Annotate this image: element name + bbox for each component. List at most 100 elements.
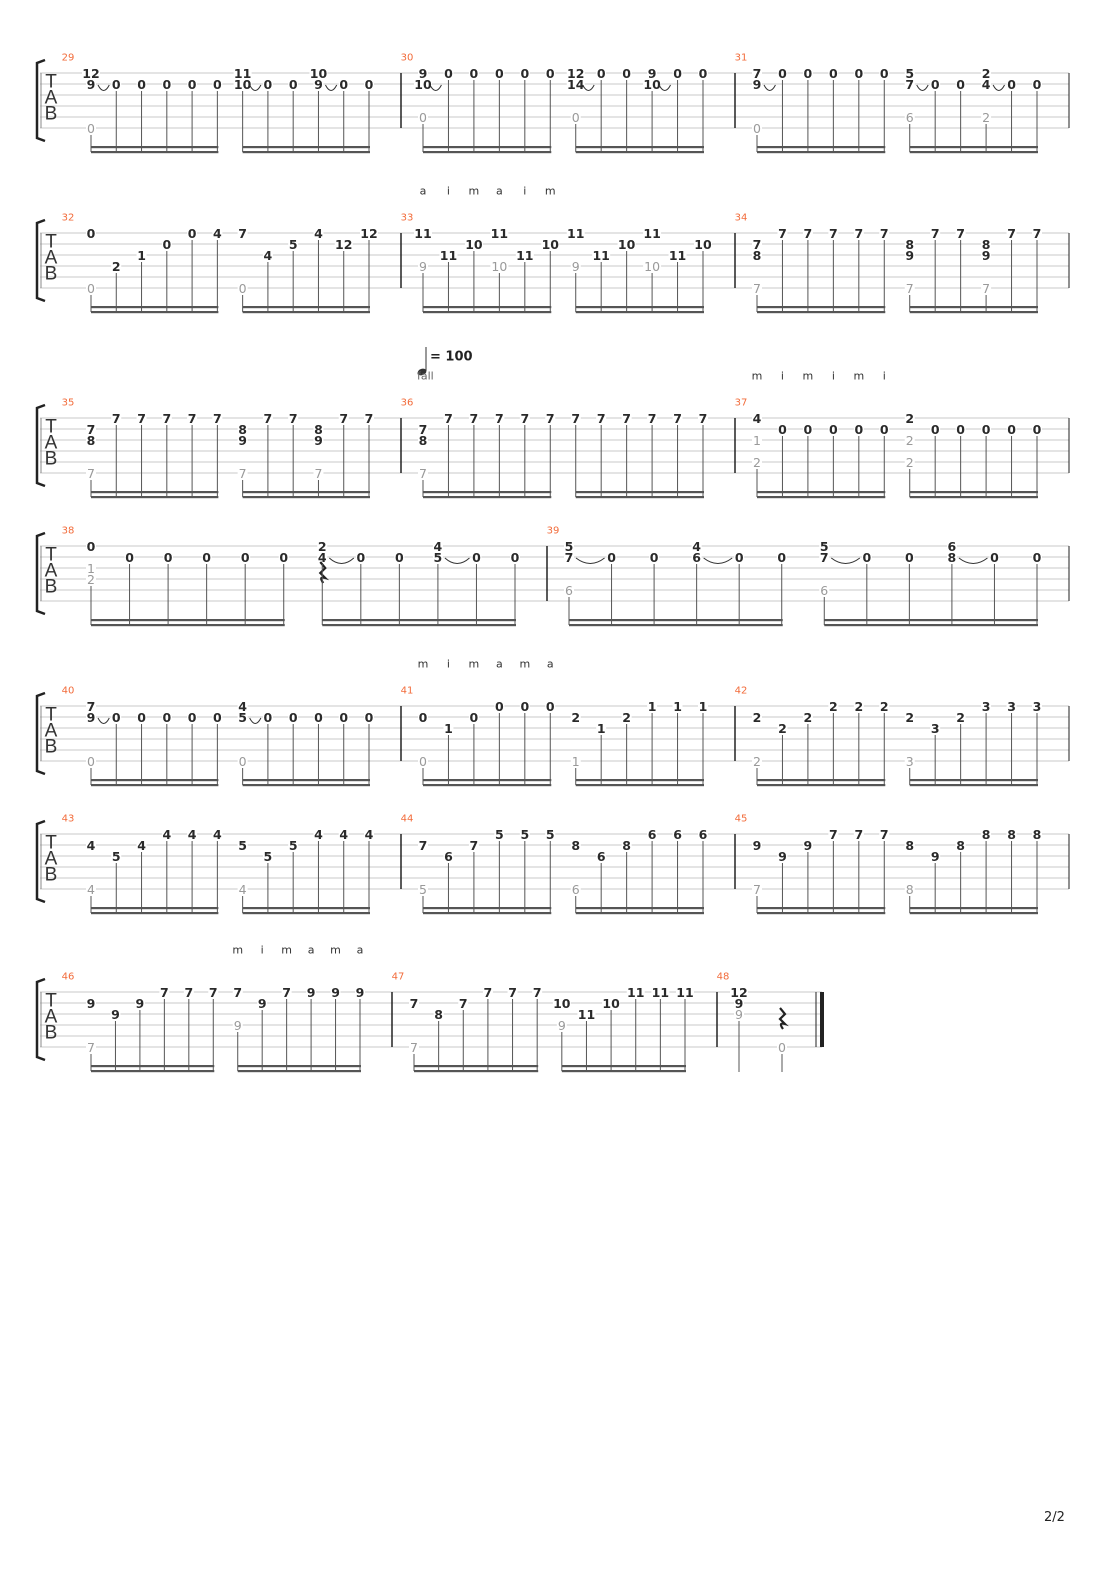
system-bracket — [35, 58, 46, 143]
fret-number: 0 — [931, 422, 940, 437]
fret-number: 11 — [627, 985, 644, 1000]
fret-number: 11 — [516, 248, 533, 263]
fret-number: 7 — [829, 827, 838, 842]
fret-number: 1 — [673, 699, 682, 714]
fret-background — [86, 711, 96, 723]
fret-number: 0 — [289, 77, 298, 92]
fret-background — [930, 722, 941, 734]
fret-background — [981, 700, 992, 712]
fret-background — [161, 238, 172, 250]
fret-number: 0 — [162, 237, 171, 252]
beam — [91, 1065, 215, 1068]
fret-number: 10 — [542, 237, 560, 252]
fret-number: 1 — [699, 699, 708, 714]
tie-arc — [328, 557, 355, 564]
fingering-letter: a — [547, 658, 554, 671]
fret-background — [879, 67, 890, 79]
fret-number: 10 — [310, 66, 328, 81]
fret-number: 10 — [602, 996, 620, 1011]
measure-number: 45 — [735, 814, 748, 825]
beam — [242, 779, 370, 782]
fret-background — [802, 423, 813, 435]
bass-fret-number: 0 — [778, 1040, 786, 1055]
fret-number: 7 — [162, 411, 171, 426]
fret-background — [777, 423, 788, 435]
fret-number: 9 — [648, 66, 657, 81]
fret-number: 8 — [434, 1007, 443, 1022]
fret-number: 9 — [314, 77, 323, 92]
fret-background — [262, 711, 273, 723]
tab-clef-letter: B — [45, 1023, 58, 1044]
fret-background — [237, 700, 248, 712]
fret-number: 0 — [778, 66, 787, 81]
fret-number: 5 — [905, 66, 914, 81]
fret-number: 7 — [753, 66, 762, 81]
fret-background — [981, 828, 992, 840]
beam — [575, 907, 704, 910]
fret-number: 7 — [184, 985, 193, 1000]
bass-fret-number: 7 — [419, 466, 427, 481]
tempo-value: = 100 — [430, 350, 473, 365]
fret-number: 0 — [188, 77, 197, 92]
fret-number: 8 — [982, 237, 991, 252]
fret-number: 4 — [339, 827, 348, 842]
fret-background — [904, 238, 915, 250]
fret-number: 7 — [533, 985, 542, 1000]
tie-arc — [582, 84, 595, 91]
fingering-letter: m — [469, 185, 480, 198]
fret-background — [853, 828, 864, 840]
tab-clef-letter: A — [45, 561, 58, 582]
beam — [423, 907, 552, 910]
beam — [423, 912, 552, 915]
fret-number: 0 — [356, 550, 365, 565]
fret-background — [364, 412, 374, 424]
fret-number: 6 — [597, 849, 606, 864]
fret-background — [776, 551, 787, 563]
beam — [909, 146, 1038, 149]
fret-background — [981, 423, 992, 435]
fret-number: 7 — [365, 411, 374, 426]
fret-number: 7 — [410, 996, 419, 1011]
fret-number: 0 — [495, 699, 504, 714]
fret-background — [187, 78, 198, 90]
fret-background — [309, 67, 328, 79]
fret-background — [237, 711, 248, 723]
tie-arc — [97, 717, 110, 724]
beam — [423, 146, 552, 149]
fret-number: 6 — [692, 550, 701, 565]
fret-background — [676, 986, 694, 998]
fret-background — [364, 78, 374, 90]
fret-number: 11 — [652, 985, 669, 1000]
fret-background — [136, 839, 147, 851]
fret-number: 4 — [692, 539, 701, 554]
fret-number: 0 — [829, 422, 838, 437]
fret-number: 0 — [880, 422, 889, 437]
beam — [423, 151, 552, 154]
fret-background — [672, 700, 683, 712]
fret-number: 7 — [160, 985, 169, 1000]
fret-background — [111, 412, 122, 424]
beam — [91, 779, 219, 782]
bass-fret-number: 7 — [753, 882, 761, 897]
beam — [757, 912, 886, 915]
fingering-letter: m — [232, 944, 243, 957]
beam — [91, 146, 219, 149]
bass-fret-number: 7 — [410, 1040, 418, 1055]
fret-number: 11 — [643, 226, 660, 241]
fret-background — [879, 828, 890, 840]
bass-fret-number: 9 — [419, 259, 427, 274]
fret-background — [519, 412, 530, 424]
fret-background — [439, 249, 458, 261]
fret-number: 9 — [753, 838, 762, 853]
bass-fret-number: 7 — [239, 466, 247, 481]
tab-clef-letter: T — [45, 417, 57, 438]
fret-number: 2 — [880, 699, 889, 714]
beam — [91, 306, 219, 309]
fret-background — [570, 839, 581, 851]
